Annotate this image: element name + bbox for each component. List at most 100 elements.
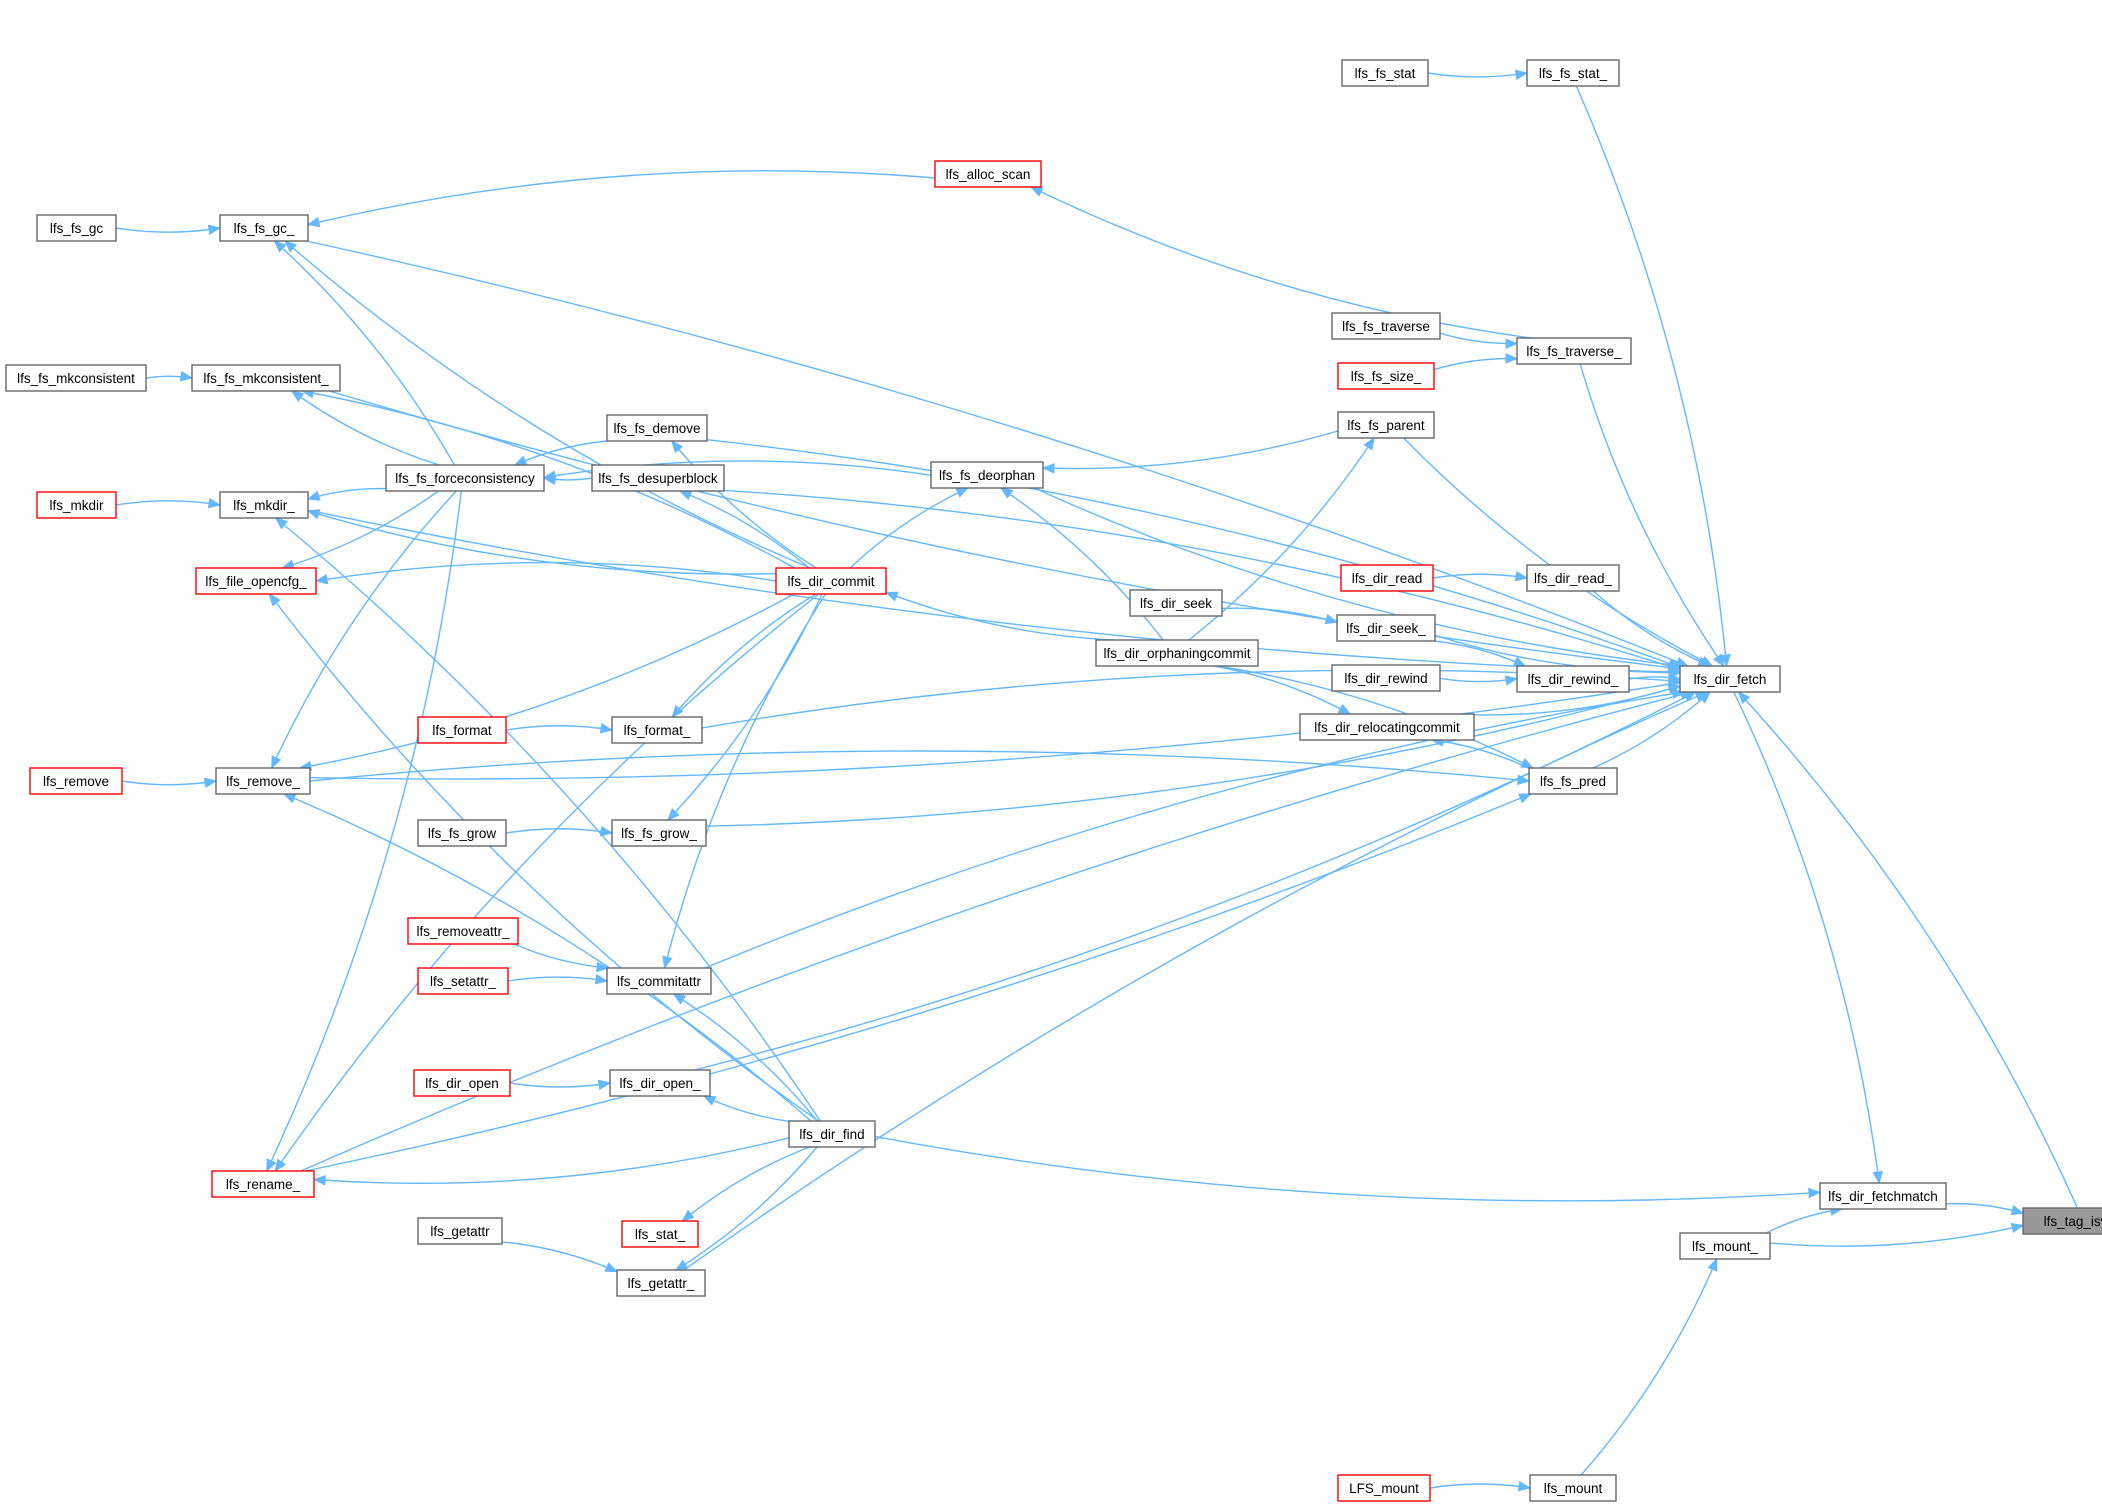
node-lfs_dir_fetchmatch[interactable]: lfs_dir_fetchmatch — [1819, 1182, 1947, 1210]
node-box — [36, 214, 117, 242]
edge-lfs_commitattr-to-lfs_dir_fetch — [704, 691, 1685, 969]
node-lfs_commitattr[interactable]: lfs_commitattr — [606, 967, 712, 995]
node-box — [1331, 312, 1441, 340]
node-box — [606, 967, 712, 995]
node-label: lfs_fs_gc_ — [234, 221, 295, 236]
arrowhead-lfs_fs_traverse_ — [1505, 353, 1519, 364]
edge-lfs_dir_find-to-lfs_rename_ — [313, 1137, 790, 1185]
node-lfs_fs_deorphan[interactable]: lfs_fs_deorphan — [930, 461, 1044, 489]
node-lfs_alloc_scan[interactable]: lfs_alloc_scan — [934, 160, 1042, 188]
node-box — [1819, 1182, 1947, 1210]
node-lfs_stat_[interactable]: lfs_stat_ — [621, 1220, 699, 1248]
edge-lfs_dir_commit-to-lfs_fs_desuperblock — [679, 490, 810, 569]
arrowhead-lfs_dir_fetch — [1720, 654, 1731, 668]
node-lfs_dir_seek_[interactable]: lfs_dir_seek_ — [1336, 614, 1436, 642]
arrowhead-lfs_commitattr — [662, 955, 673, 970]
node-lfs_rename_[interactable]: lfs_rename_ — [211, 1170, 315, 1198]
node-lfs_dir_orphaningcommit[interactable]: lfs_dir_orphaningcommit — [1095, 639, 1259, 667]
arrowhead-lfs_remove_ — [203, 777, 218, 789]
node-lfs_fs_pred[interactable]: lfs_fs_pred — [1528, 767, 1618, 795]
node-box — [1341, 59, 1429, 87]
node-lfs_mkdir[interactable]: lfs_mkdir — [36, 491, 117, 519]
node-lfs_fs_grow_[interactable]: lfs_fs_grow_ — [611, 819, 707, 847]
node-box — [417, 819, 507, 847]
node-lfs_file_opencfg_[interactable]: lfs_file_opencfg_ — [195, 567, 317, 595]
node-lfs_fs_mkconsistent_[interactable]: lfs_fs_mkconsistent_ — [191, 364, 341, 392]
node-lfs_dir_open_[interactable]: lfs_dir_open_ — [609, 1069, 711, 1097]
node-box — [385, 464, 545, 492]
arrowhead-lfs_dir_fetch — [1713, 653, 1725, 668]
node-lfs_format_[interactable]: lfs_format_ — [611, 716, 703, 744]
arrowhead-lfs_alloc_scan — [1029, 186, 1044, 197]
node-lfs_fs_parent[interactable]: lfs_fs_parent — [1337, 411, 1435, 439]
edge-lfs_dir_find-to-lfs_getattr_ — [675, 1146, 818, 1271]
node-lfs_getattr_[interactable]: lfs_getattr_ — [616, 1269, 706, 1297]
node-lfs_fs_demove[interactable]: lfs_fs_demove — [606, 414, 708, 442]
edge-lfs_mkdir_-to-lfs_dir_fetch — [307, 509, 1681, 674]
arrowhead-lfs_dir_read_ — [1514, 570, 1529, 582]
arrowhead-lfs_fs_gc_ — [283, 240, 297, 253]
edge-lfs_fs_demove-to-lfs_dir_fetch — [706, 439, 1681, 668]
node-box — [1095, 639, 1259, 667]
edge-lfs_dir_commit-to-lfs_fs_demove — [671, 440, 817, 569]
node-box — [29, 767, 123, 795]
node-box — [211, 1170, 315, 1198]
edge-lfs_dir_fetchmatch-to-lfs_tag_isvalid — [1945, 1202, 2024, 1214]
node-lfs_mkdir_[interactable]: lfs_mkdir_ — [219, 491, 309, 519]
node-LFS_mount[interactable]: LFS_mount — [1337, 1474, 1431, 1502]
node-lfs_removeattr_[interactable]: lfs_removeattr_ — [407, 917, 519, 945]
arrowhead-lfs_fs_mkconsistent_ — [290, 390, 305, 403]
arrowhead-lfs_dir_commit — [884, 591, 899, 602]
node-lfs_dir_seek[interactable]: lfs_dir_seek — [1129, 589, 1223, 617]
edge-lfs_dir_find-to-lfs_file_opencfg_ — [268, 593, 819, 1122]
node-lfs_mount[interactable]: lfs_mount — [1529, 1474, 1617, 1502]
node-label: lfs_fs_grow — [428, 826, 497, 841]
node-lfs_format[interactable]: lfs_format — [417, 716, 507, 744]
arrowhead-lfs_commitattr — [596, 961, 610, 973]
node-lfs_fs_traverse[interactable]: lfs_fs_traverse — [1331, 312, 1441, 340]
node-lfs_mount_[interactable]: lfs_mount_ — [1679, 1232, 1771, 1260]
node-lfs_dir_fetch[interactable]: lfs_dir_fetch — [1679, 665, 1781, 693]
node-box — [591, 464, 725, 492]
node-lfs_fs_traverse_[interactable]: lfs_fs_traverse_ — [1516, 337, 1632, 365]
arrowhead-lfs_format_ — [671, 704, 684, 719]
node-label: lfs_fs_deorphan — [939, 468, 1035, 483]
node-label: lfs_fs_stat — [1355, 66, 1416, 81]
node-lfs_fs_grow[interactable]: lfs_fs_grow — [417, 819, 507, 847]
node-lfs_dir_rewind_[interactable]: lfs_dir_rewind_ — [1516, 665, 1630, 693]
node-lfs_fs_gc[interactable]: lfs_fs_gc — [36, 214, 117, 242]
node-lfs_dir_find[interactable]: lfs_dir_find — [788, 1120, 876, 1148]
edge-lfs_dir_read_-to-lfs_dir_fetch — [1592, 590, 1711, 667]
edge-lfs_remove_-to-lfs_dir_fetch — [309, 681, 1681, 780]
arrowhead-lfs_getattr_ — [604, 1262, 619, 1273]
node-lfs_fs_gc_[interactable]: lfs_fs_gc_ — [219, 214, 309, 242]
node-box — [195, 567, 317, 595]
node-lfs_setattr_[interactable]: lfs_setattr_ — [417, 967, 509, 995]
node-lfs_remove_[interactable]: lfs_remove_ — [215, 767, 311, 795]
node-lfs_remove[interactable]: lfs_remove — [29, 767, 123, 795]
node-box — [1337, 411, 1435, 439]
arrowhead-lfs_fs_deorphan — [999, 487, 1014, 499]
node-lfs_dir_relocatingcommit[interactable]: lfs_dir_relocatingcommit — [1299, 713, 1475, 741]
node-lfs_fs_mkconsistent[interactable]: lfs_fs_mkconsistent — [5, 364, 147, 392]
node-lfs_fs_desuperblock[interactable]: lfs_fs_desuperblock — [591, 464, 725, 492]
arrowhead-lfs_fs_gc_ — [273, 240, 287, 253]
node-box — [417, 1217, 503, 1245]
node-label: lfs_remove — [43, 774, 109, 789]
arrowhead-lfs_dir_fetch — [1737, 691, 1751, 705]
arrowhead-lfs_fs_pred — [1518, 793, 1532, 804]
node-lfs_dir_read[interactable]: lfs_dir_read — [1340, 564, 1434, 592]
node-lfs_dir_rewind[interactable]: lfs_dir_rewind — [1331, 664, 1441, 692]
node-lfs_fs_size_[interactable]: lfs_fs_size_ — [1337, 362, 1435, 390]
node-lfs_fs_stat[interactable]: lfs_fs_stat — [1341, 59, 1429, 87]
node-lfs_dir_open[interactable]: lfs_dir_open — [413, 1069, 511, 1097]
node-lfs_fs_forceconsistency[interactable]: lfs_fs_forceconsistency — [385, 464, 545, 492]
edge-lfs_fs_mkconsistent_-to-lfs_dir_fetch — [329, 390, 1681, 670]
arrowhead-lfs_dir_fetchmatch — [1808, 1187, 1822, 1199]
node-lfs_dir_read_[interactable]: lfs_dir_read_ — [1526, 564, 1620, 592]
node-lfs_getattr[interactable]: lfs_getattr — [417, 1217, 503, 1245]
node-lfs_dir_commit[interactable]: lfs_dir_commit — [775, 567, 887, 595]
node-lfs_fs_stat_[interactable]: lfs_fs_stat_ — [1526, 59, 1620, 87]
node-box — [1337, 362, 1435, 390]
